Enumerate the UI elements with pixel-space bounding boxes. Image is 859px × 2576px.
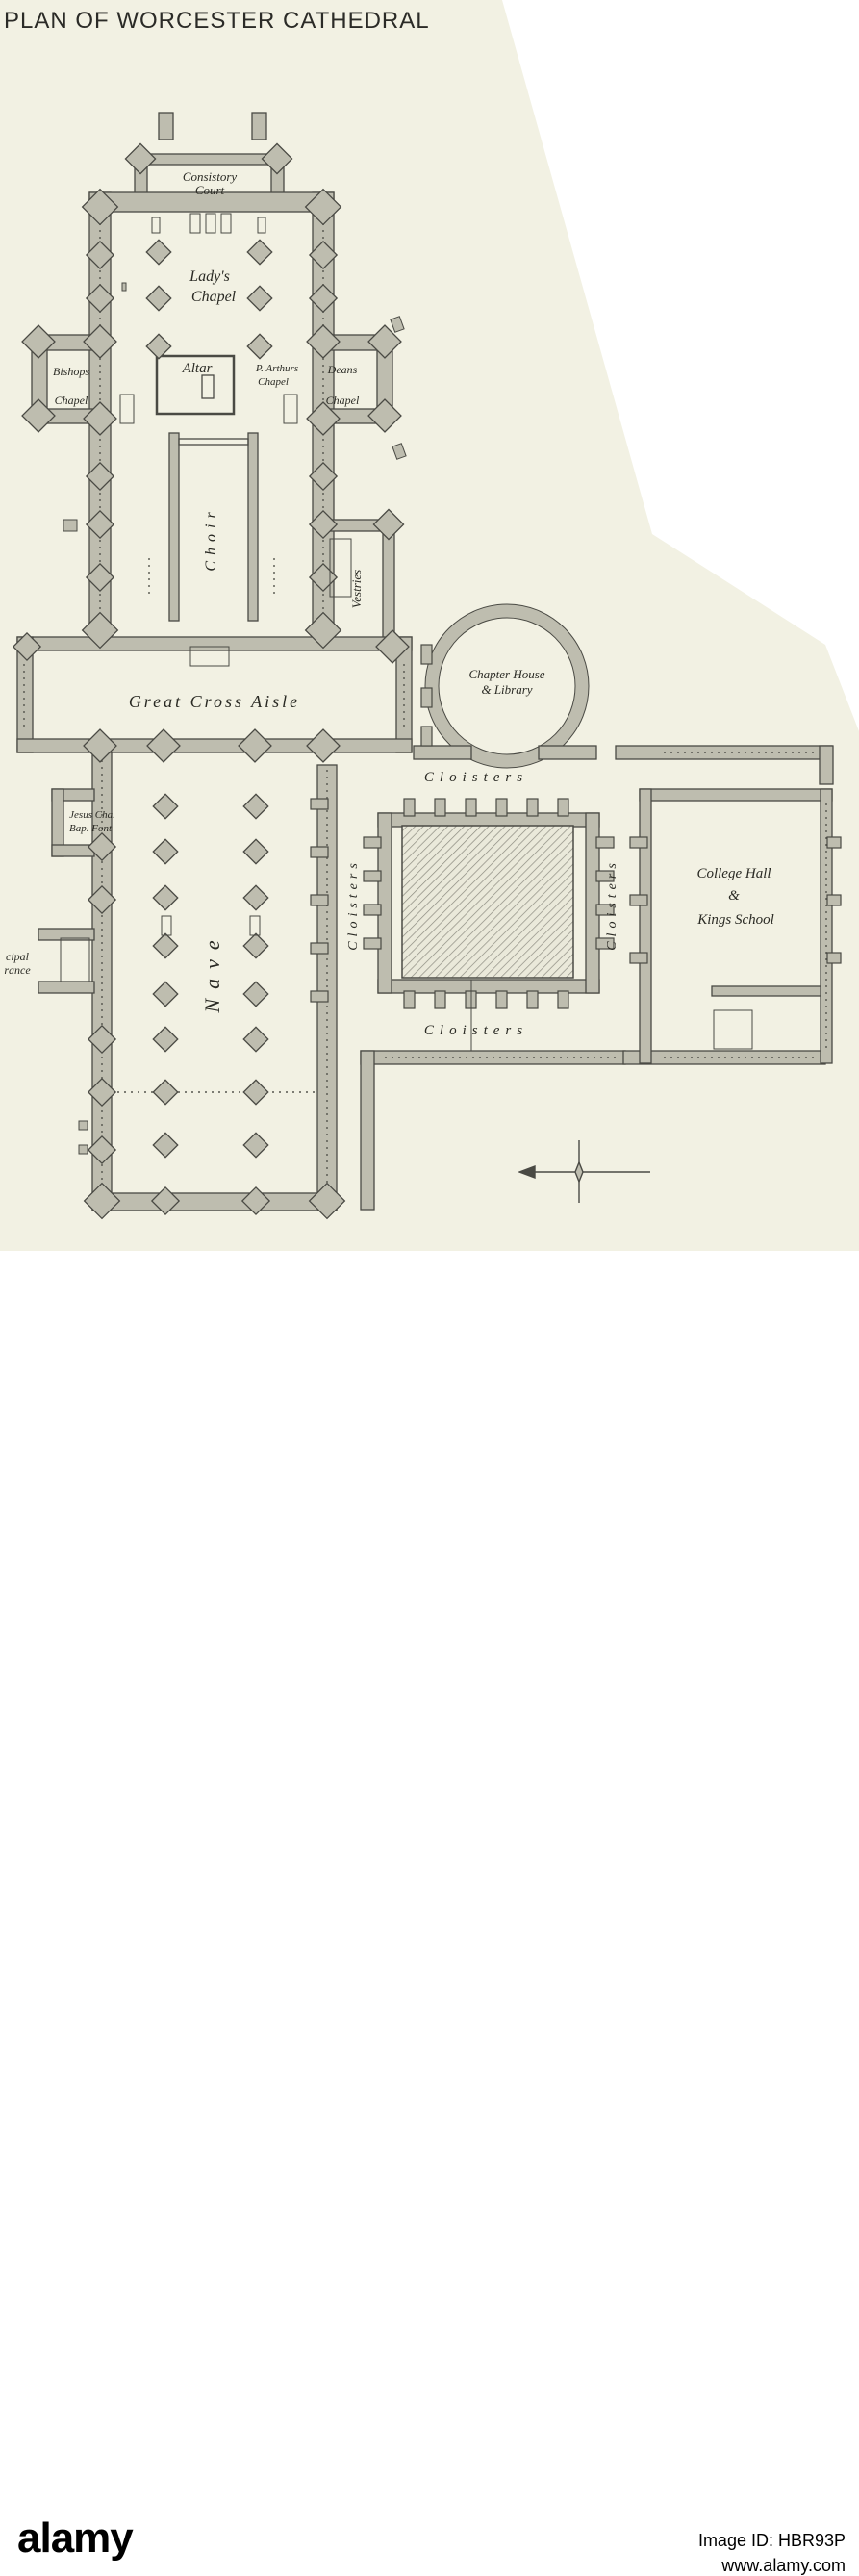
- label-cloisters-east: Cloisters: [605, 858, 619, 951]
- label-prince-arthurs-chapel: P. Arthurs: [255, 363, 298, 374]
- cathedral-plan: PLAN OF WORCESTER CATHEDRAL: [0, 0, 859, 1251]
- site-url[interactable]: www.alamy.com: [721, 2556, 846, 2575]
- label-jesus-chapel-2: Bap. Font: [69, 823, 113, 834]
- label-great-cross-aisle: Great Cross Aisle: [129, 692, 300, 711]
- label-consistory-court: Consistory: [183, 169, 238, 184]
- label-choir: Choir: [203, 506, 219, 571]
- label-cloisters-north: Cloisters: [424, 770, 528, 785]
- label-ladys-chapel: Lady's: [189, 268, 230, 285]
- compass-icon: [518, 1140, 650, 1203]
- label-bishops-chapel-2: Chapel: [55, 394, 88, 407]
- label-cloisters-south: Cloisters: [424, 1023, 528, 1038]
- label-ladys-chapel-2: Chapel: [191, 289, 237, 305]
- label-college-hall-3: Kings School: [696, 912, 774, 928]
- label-consistory-court-2: Court: [195, 183, 225, 197]
- label-jesus-chapel: Jesus Cha.: [69, 809, 115, 821]
- label-college-hall-2: &: [728, 888, 740, 904]
- plan-title: PLAN OF WORCESTER CATHEDRAL: [4, 8, 430, 34]
- label-nave: Nave: [200, 931, 224, 1013]
- label-vestries: Vestries: [349, 570, 364, 608]
- cloister-garth: [401, 825, 574, 979]
- label-prince-arthurs-chapel-2: Chapel: [258, 376, 289, 388]
- alamy-logo[interactable]: alamy: [17, 2514, 134, 2562]
- label-principal-entrance-2: rance: [4, 963, 31, 977]
- label-deans-chapel-2: Chapel: [326, 394, 360, 407]
- footer-bar: alamy Image ID: HBR93P www.alamy.com: [0, 1251, 859, 2575]
- label-chapter-house-2: & Library: [481, 682, 532, 697]
- label-chapter-house: Chapter House: [468, 667, 544, 681]
- label-cloisters-west: Cloisters: [346, 858, 361, 951]
- label-bishops-chapel: Bishops: [53, 365, 89, 378]
- label-college-hall: College Hall: [696, 866, 771, 881]
- label-principal-entrance: cipal: [6, 950, 30, 963]
- label-altar: Altar: [182, 361, 213, 376]
- image-id: Image ID: HBR93P: [697, 2531, 846, 2550]
- label-deans-chapel: Deans: [327, 363, 358, 376]
